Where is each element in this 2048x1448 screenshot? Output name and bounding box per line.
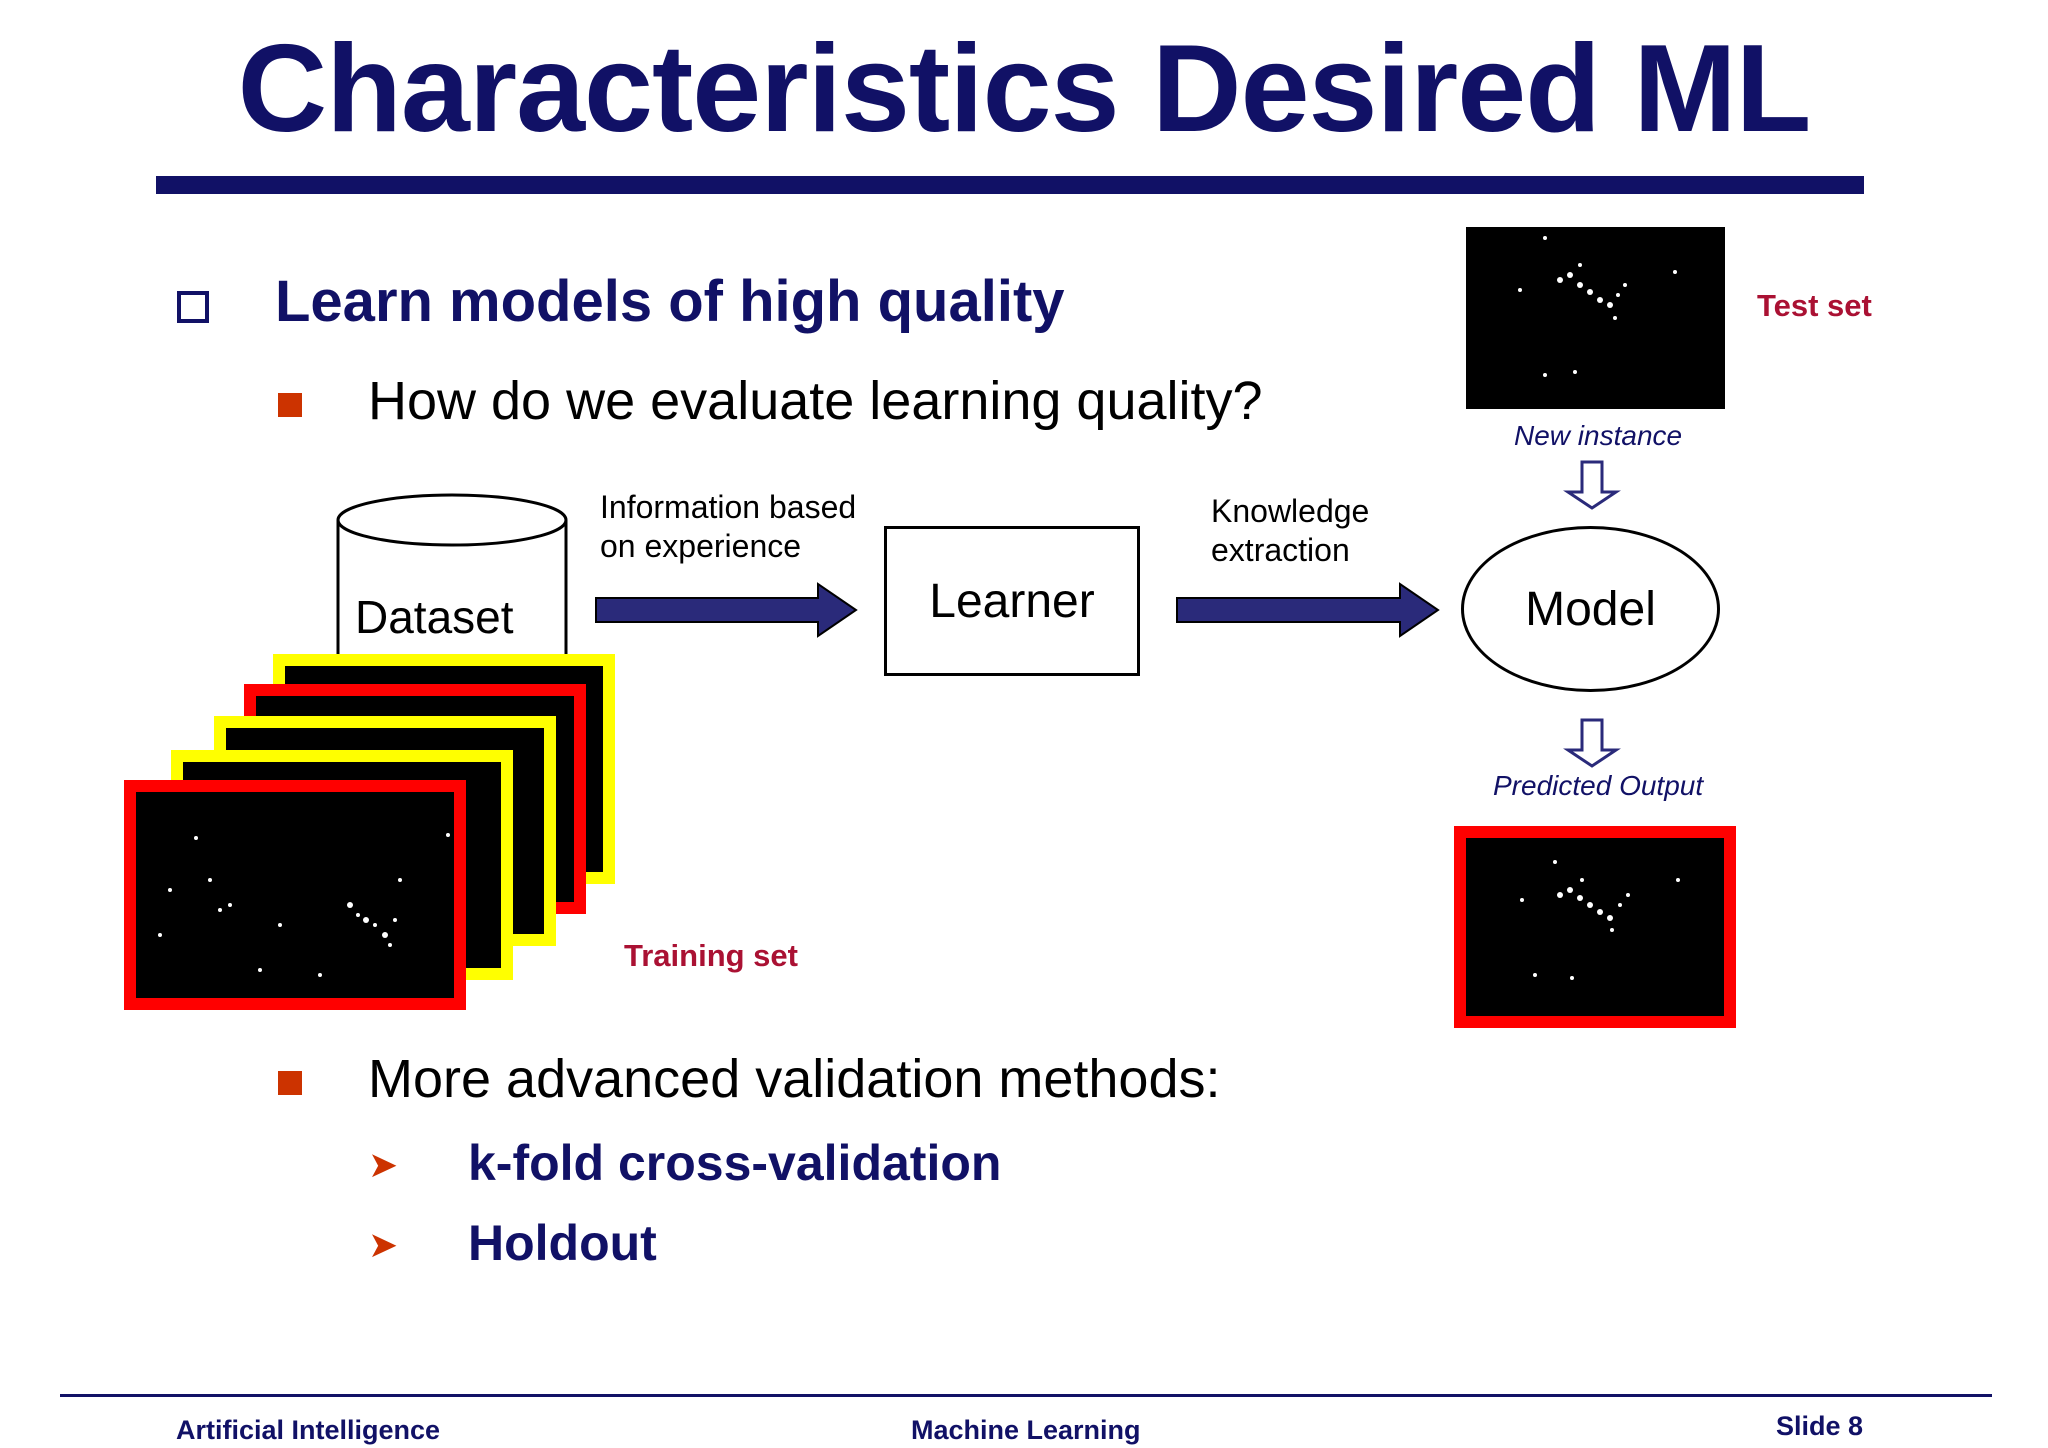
method-item: Holdout xyxy=(468,1215,657,1271)
footer-center: Machine Learning xyxy=(911,1415,1141,1445)
arrow1-label: Information based on experience xyxy=(600,488,856,566)
arrowhead-bullet-icon: ➤ xyxy=(368,1144,399,1185)
learner-box: Learner xyxy=(884,526,1140,676)
title-divider xyxy=(156,176,1864,194)
arrow2-label-line1: Knowledge xyxy=(1211,493,1370,529)
arrow1-label-line1: Information based xyxy=(600,489,857,525)
arrow2-label-line2: extraction xyxy=(1211,532,1350,568)
model-ellipse: Model xyxy=(1461,526,1720,692)
predicted-output-label: Predicted Output xyxy=(1493,770,1704,801)
dataset-cylinder xyxy=(336,493,568,680)
arrow-to-model xyxy=(1176,582,1440,638)
arrowhead-bullet-icon: ➤ xyxy=(368,1224,399,1265)
test-set-image xyxy=(1466,227,1725,409)
test-set-label: Test set xyxy=(1757,288,1872,323)
down-arrow-icon xyxy=(1563,460,1621,510)
down-arrow-icon xyxy=(1563,718,1621,768)
slide-title: Characteristics Desired ML xyxy=(237,20,1812,158)
footer-left: Artificial Intelligence xyxy=(176,1415,441,1445)
training-set-label: Training set xyxy=(624,938,798,973)
method-item: k-fold cross-validation xyxy=(468,1135,1002,1191)
footer-divider xyxy=(60,1394,1992,1397)
slide-number: Slide 8 xyxy=(1776,1411,1864,1441)
bullet-question: How do we evaluate learning quality? xyxy=(368,371,1263,431)
bullet-methods: More advanced validation methods: xyxy=(368,1049,1221,1109)
training-set-image-stack xyxy=(124,654,615,1010)
square-bullet-icon xyxy=(278,1071,302,1095)
dataset-label: Dataset xyxy=(355,591,514,643)
arrow1-label-line2: on experience xyxy=(600,528,802,564)
arrow-to-learner xyxy=(595,582,858,638)
hollow-square-bullet-icon xyxy=(177,291,209,323)
main-heading: Learn models of high quality xyxy=(275,269,1065,334)
predicted-output-image xyxy=(1454,826,1736,1028)
arrow2-label: Knowledge extraction xyxy=(1211,492,1369,570)
square-bullet-icon xyxy=(278,393,302,417)
new-instance-label: New instance xyxy=(1514,420,1683,451)
